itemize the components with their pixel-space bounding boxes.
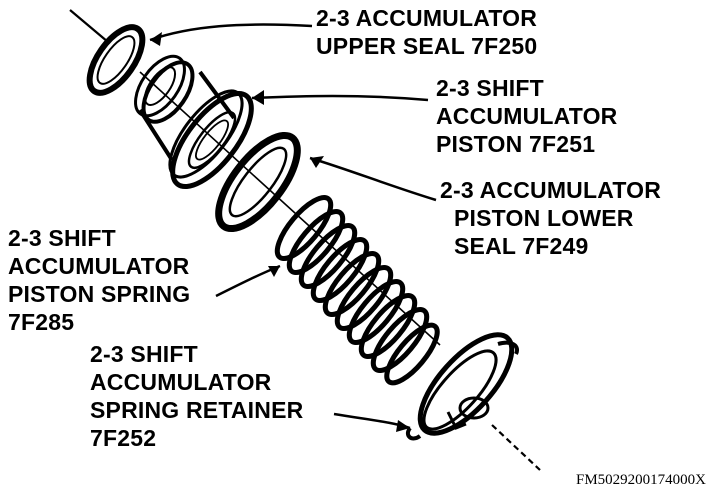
callout-line: 7F285: [8, 309, 74, 335]
callout-line: SEAL 7F249: [454, 233, 589, 259]
accumulator-piston-part: [134, 54, 254, 190]
lower-seal-part: [215, 131, 301, 233]
callout-line: PISTON LOWER: [454, 205, 634, 231]
callout-line: PISTON 7F251: [436, 131, 595, 157]
spring-retainer-part: [405, 332, 519, 441]
upper-seal-part: [86, 24, 146, 96]
callout-line: PISTON SPRING: [8, 281, 190, 307]
callout-line: 2-3 SHIFT: [90, 341, 198, 367]
callout-line: 7F252: [90, 425, 156, 451]
callout-line: 2-3 ACCUMULATOR: [440, 177, 661, 203]
callout-line: ACCUMULATOR: [8, 253, 190, 279]
piston-spring-part: [274, 195, 440, 386]
callout-upper-seal: 2-3 ACCUMULATOR UPPER SEAL 7F250: [316, 5, 544, 59]
center-axis: [69, 9, 541, 471]
callout-line: 2-3 SHIFT: [8, 225, 116, 251]
arrowheads: [150, 32, 410, 432]
callout-line: ACCUMULATOR: [436, 103, 618, 129]
callout-line: ACCUMULATOR: [90, 369, 272, 395]
figure-ref-code: FM5029200174000X: [576, 472, 706, 488]
callout-shift-piston: 2-3 SHIFT ACCUMULATOR PISTON 7F251: [436, 75, 624, 157]
callout-line: SPRING RETAINER: [90, 397, 304, 423]
callout-line: 2-3 ACCUMULATOR: [316, 5, 537, 31]
callout-lower-seal: 2-3 ACCUMULATOR PISTON LOWER SEAL 7F249: [440, 177, 668, 259]
callout-spring-retainer: 2-3 SHIFT ACCUMULATOR SPRING RETAINER 7F…: [90, 341, 310, 451]
callout-piston-spring: 2-3 SHIFT ACCUMULATOR PISTON SPRING 7F28…: [8, 225, 197, 335]
callout-line: UPPER SEAL 7F250: [316, 33, 537, 59]
callout-line: 2-3 SHIFT: [436, 75, 544, 101]
